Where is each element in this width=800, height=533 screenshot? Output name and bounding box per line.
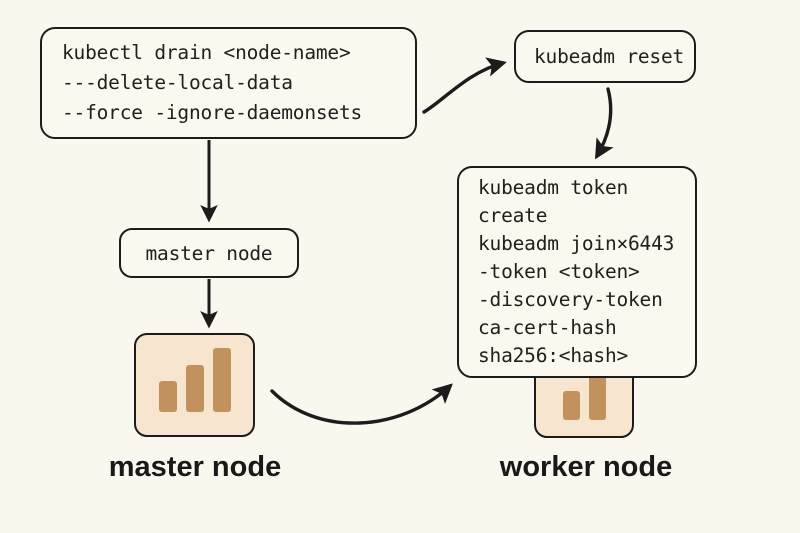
kubeadm-join-command-box: kubeadm token create kubeadm join×6443 -… bbox=[457, 166, 697, 378]
kubeadm-reset-line-1: kubeadm reset bbox=[534, 44, 685, 68]
kubectl-drain-line-1: kubectl drain <node-name> bbox=[62, 41, 351, 64]
kubeadm-join-line-4: -token <token> bbox=[478, 260, 640, 283]
kubeadm-join-line-1: kubeadm token bbox=[478, 176, 629, 199]
master-node-pill-label: master node bbox=[145, 241, 273, 265]
worker-node-label: worker node bbox=[499, 451, 673, 483]
kubeadm-join-line-2: create bbox=[478, 204, 548, 227]
kubeadm-reset-command-box: kubeadm reset bbox=[514, 30, 696, 83]
kubeadm-join-line-6: ca-cert-hash bbox=[478, 316, 617, 339]
kubeadm-join-line-5: -discovery-token bbox=[478, 288, 663, 311]
worker-node-icon-bar-2 bbox=[588, 375, 606, 420]
kubeadm-join-line-7: sha256:<hash> bbox=[478, 344, 629, 367]
arrow-master-icon-to-worker bbox=[270, 383, 453, 425]
master-node-label: master node bbox=[108, 451, 282, 483]
master-node-pill: master node bbox=[119, 228, 299, 278]
master-node-icon-bar-2 bbox=[185, 365, 204, 412]
master-node-icon bbox=[134, 333, 255, 437]
master-node-icon-bar-3 bbox=[212, 348, 231, 412]
kubectl-drain-line-3: --force -ignore-daemonsets bbox=[62, 101, 363, 124]
worker-node-icon-bar-1 bbox=[562, 391, 580, 420]
kubeadm-join-line-3: kubeadm join×6443 bbox=[478, 232, 675, 255]
master-node-icon-bar-1 bbox=[158, 381, 177, 412]
arrow-drain-to-reset bbox=[422, 57, 507, 114]
kubectl-drain-line-2: ---delete-local-data bbox=[62, 71, 293, 94]
kubectl-drain-command-box: kubectl drain <node-name> ---delete-loca… bbox=[40, 27, 417, 139]
arrow-reset-to-join bbox=[594, 87, 614, 160]
